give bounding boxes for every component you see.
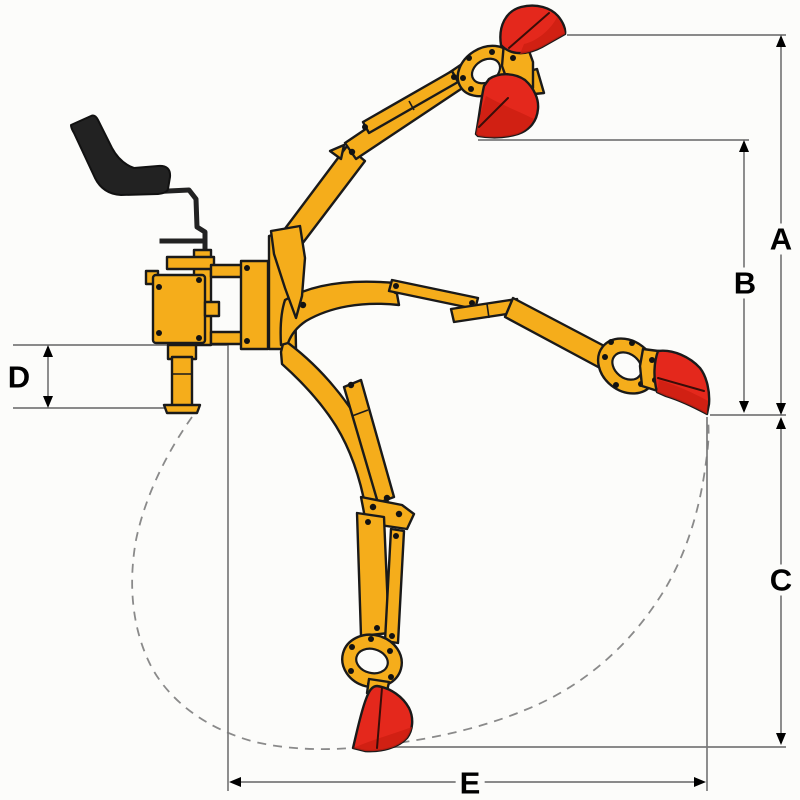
boom-position-lowered bbox=[279, 338, 416, 753]
dim-label-c: C bbox=[765, 564, 797, 596]
arrow-up-icon bbox=[776, 417, 786, 429]
boom-position-raised bbox=[269, 4, 567, 320]
dim-label-e: E bbox=[455, 767, 485, 799]
boom-position-extended bbox=[279, 278, 711, 416]
top-link-extended bbox=[387, 278, 480, 311]
top-bracket bbox=[165, 255, 216, 271]
dim-label-b: B bbox=[729, 267, 761, 299]
boom-extended bbox=[279, 280, 401, 347]
dim-label-d: D bbox=[3, 361, 35, 393]
stabilizer-leg bbox=[162, 343, 202, 415]
stabilizer-ram bbox=[170, 355, 194, 408]
dimension-lines bbox=[13, 34, 786, 791]
operator-seat bbox=[70, 114, 208, 261]
seat-shape bbox=[70, 114, 172, 196]
dipper-lowered bbox=[355, 511, 391, 638]
dim-label-a: A bbox=[765, 223, 797, 255]
arrow-down-icon bbox=[43, 396, 53, 408]
arrow-left-icon bbox=[229, 777, 241, 787]
arrow-right-icon bbox=[694, 777, 706, 787]
arrow-down-icon bbox=[776, 733, 786, 745]
kingpost-plate bbox=[239, 259, 270, 351]
boom-blade-raised bbox=[269, 224, 307, 320]
arrow-down-icon bbox=[776, 403, 786, 415]
cylinder-tab-raised bbox=[328, 143, 346, 161]
stabilizer-foot bbox=[162, 403, 202, 415]
arrow-up-icon bbox=[776, 35, 786, 47]
dimension-d bbox=[43, 345, 53, 408]
boom-cylinder-lowered bbox=[342, 378, 396, 505]
arrow-up-icon bbox=[43, 345, 53, 357]
dipper-cylinder-lowered bbox=[383, 527, 406, 645]
arrow-up-icon bbox=[739, 140, 749, 152]
arrow-down-icon bbox=[739, 401, 749, 413]
seat-support-frame bbox=[145, 187, 208, 261]
mid-tab bbox=[203, 300, 221, 318]
bucket-link-ring-lowered bbox=[341, 633, 403, 689]
backhoe-machine bbox=[70, 4, 711, 753]
dipper-extended bbox=[503, 296, 612, 370]
working-envelope-arc bbox=[131, 416, 710, 750]
